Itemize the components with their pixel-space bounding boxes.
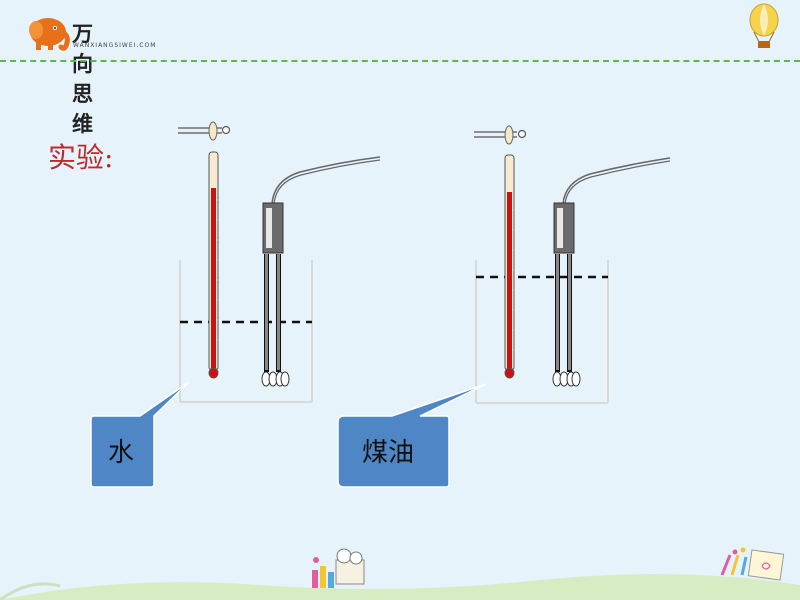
header-divider [0, 60, 800, 62]
elephant-logo-icon [29, 18, 70, 51]
hot-air-balloon-icon [749, 3, 779, 48]
brand-name: 万向思维 [72, 22, 94, 136]
left-apparatus [90, 121, 381, 488]
left-thermometer [208, 151, 219, 379]
right-clamp [474, 125, 527, 145]
left-clamp [178, 121, 231, 141]
right-beaker [475, 260, 609, 404]
right-thermometer [504, 154, 515, 379]
right-heater [552, 157, 671, 387]
left-heater [261, 156, 381, 387]
left-callout [90, 381, 190, 488]
header: 万向思维 WANXIANGSIWEI.COM [0, 0, 800, 136]
kids-drawing-decoration-icon [312, 548, 365, 588]
brand-subtitle: WANXIANGSIWEI.COM [73, 42, 157, 49]
left-beaker [179, 260, 313, 403]
right-callout [337, 383, 487, 488]
right-apparatus [337, 125, 671, 488]
slide-title: 实验: [48, 141, 114, 174]
pencils-decoration-icon [720, 547, 785, 581]
bottom-decoration [0, 547, 800, 600]
callout-label-water: 水 [108, 438, 135, 468]
callout-label-kerosene: 煤油 [362, 438, 415, 468]
